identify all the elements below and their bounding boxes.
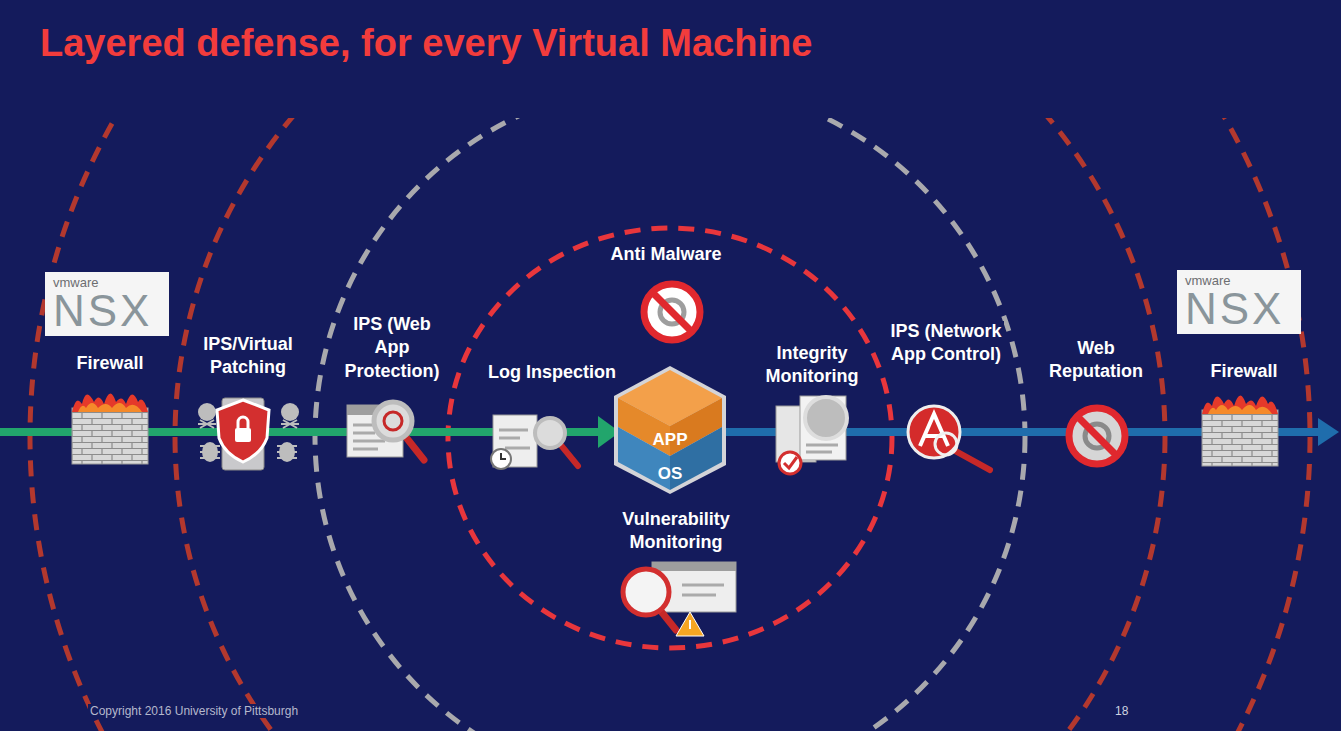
label-slot: Firewall: [1194, 360, 1294, 383]
log-inspection-icon: [491, 449, 511, 469]
slide-number: 18: [1113, 704, 1130, 718]
label-slot: IPS (Network App Control): [881, 320, 1011, 367]
integrity-monitoring-icon: [779, 452, 801, 474]
virtual-patching-icon: [198, 403, 216, 421]
anti-malware-icon: [644, 284, 700, 340]
label-slot: Integrity Monitoring: [756, 342, 868, 389]
traffic-arrow-out: [1318, 418, 1339, 446]
web-reputation-icon: [1069, 408, 1125, 464]
integrity-monitoring-icon: [805, 397, 847, 439]
vm-cube: APP OS: [612, 364, 728, 496]
web-reputation-icon: [1069, 408, 1125, 464]
layer-label: Integrity Monitoring: [764, 343, 861, 386]
vulnerability-monitoring-icon: [660, 610, 676, 630]
logo-product: NSX: [53, 290, 152, 332]
web-app-protection-icon: [405, 436, 424, 460]
log-inspection-icon: [560, 444, 578, 466]
virtual-patching-icon: [217, 400, 269, 462]
log-inspection-icon: [501, 453, 506, 459]
vendor-logo: vmwareNSX: [1177, 270, 1301, 334]
slide-title: Layered defense, for every Virtual Machi…: [40, 22, 812, 65]
defense-rings: [30, 118, 1310, 731]
cube-top-text: APP: [612, 430, 728, 450]
virtual-patching-icon: [281, 403, 299, 421]
label-slot: IPS (Web App Protection): [336, 313, 448, 383]
virtual-patching-icon: [235, 428, 251, 442]
network-app-control-icon: [908, 406, 990, 470]
virtual-patching-icon: [198, 420, 216, 428]
integrity-monitoring-icon: [806, 445, 838, 452]
firewall-icon: [1202, 395, 1278, 466]
layer-label: Web Reputation: [1047, 338, 1145, 381]
layer-label: Anti Malware: [608, 244, 723, 264]
firewall-icon: [1202, 410, 1278, 466]
label-slot: Log Inspection: [477, 361, 627, 384]
layer-label: Firewall: [74, 353, 145, 373]
firewall-icon: [1202, 395, 1278, 414]
web-app-protection-icon: [374, 402, 412, 440]
cube-bottom-text: OS: [612, 464, 728, 484]
anti-malware-icon: [644, 284, 700, 340]
vulnerability-monitoring-icon: [623, 562, 736, 636]
integrity-monitoring-icon: [800, 396, 846, 460]
layer-label: IPS/Virtual Patching: [201, 334, 295, 377]
integrity-monitoring-icon: [784, 457, 797, 468]
label-slot: Web Reputation: [1041, 337, 1151, 384]
layer-label: Vulnerability Monitoring: [620, 509, 731, 552]
virtual-patching-icon: [200, 446, 220, 458]
layer-label: Firewall: [1208, 361, 1279, 381]
virtual-patching-icon: [198, 398, 299, 470]
firewall-icon: [72, 408, 148, 464]
virtual-patching-icon: [277, 446, 297, 458]
firewall-icon: [1208, 405, 1272, 414]
layer-label: IPS (Web App Protection): [342, 314, 441, 381]
anti-malware-icon: [652, 292, 692, 332]
label-slot: Copyright 2016 University of Pittsburgh: [88, 704, 408, 720]
web-app-protection-icon: [384, 412, 402, 430]
network-app-control-icon: [935, 433, 957, 455]
label-slot: Anti Malware: [591, 243, 741, 266]
network-app-control-icon: [908, 406, 960, 458]
label-slot: IPS/Virtual Patching: [188, 333, 308, 380]
web-app-protection-icon: [347, 402, 424, 460]
defense-rings: [30, 118, 1310, 731]
logo-product: NSX: [1185, 288, 1284, 330]
inner-ring: [448, 228, 892, 648]
vulnerability-monitoring-icon: [682, 585, 724, 595]
logo-wordmark: vmware: [53, 276, 99, 290]
anti-malware-icon: [644, 284, 700, 340]
web-reputation-icon: [1077, 416, 1117, 456]
log-inspection-icon: [535, 418, 565, 448]
log-inspection-icon: [491, 415, 578, 469]
defense-rings: [315, 118, 1025, 731]
firewall-icon: [72, 393, 148, 464]
label-slot: Vulnerability Monitoring: [606, 508, 746, 555]
layer-label: IPS (Network App Control): [888, 321, 1003, 364]
firewall-icon: [78, 403, 142, 412]
copyright-note: Copyright 2016 University of Pittsburgh: [88, 704, 300, 718]
vulnerability-monitoring-icon: [676, 612, 704, 636]
layer-label: Log Inspection: [486, 362, 618, 382]
integrity-monitoring-icon: [776, 396, 847, 474]
label-slot: Firewall: [60, 352, 160, 375]
logo-wordmark: vmware: [1185, 274, 1231, 288]
web-reputation-icon: [1069, 408, 1125, 464]
virtual-patching-icon: [281, 420, 299, 428]
firewall-icon: [72, 393, 148, 412]
defense-rings: [175, 118, 1165, 731]
vulnerability-monitoring-icon: [689, 620, 691, 629]
vulnerability-monitoring-icon: [652, 562, 736, 571]
vulnerability-monitoring-icon: [623, 569, 669, 615]
virtual-patching-icon: [238, 417, 248, 428]
log-inspection-icon: [499, 430, 530, 448]
vendor-logo: vmwareNSX: [45, 272, 169, 336]
label-slot: 18: [1113, 704, 1153, 720]
